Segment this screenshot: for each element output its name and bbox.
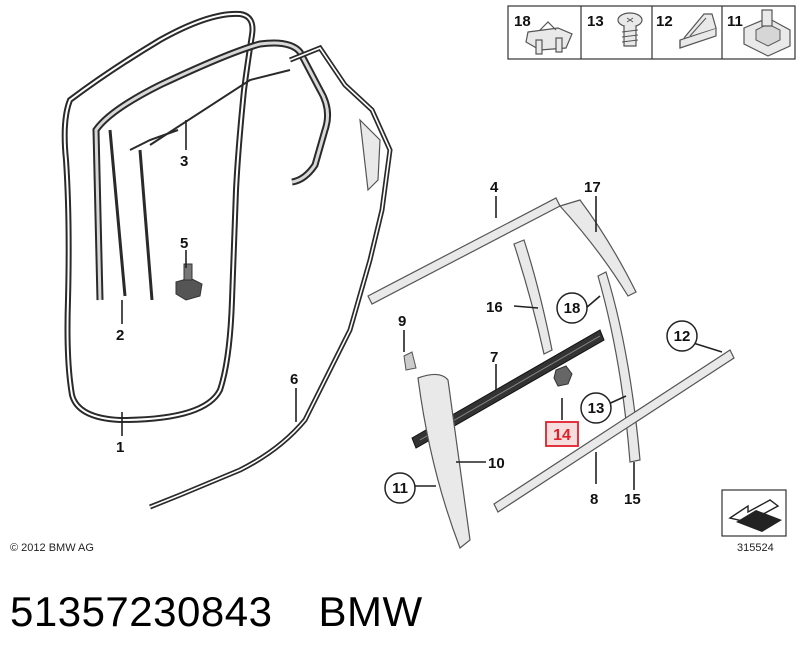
trim-strip-16: [513, 239, 553, 355]
legend-label-13: 13: [587, 13, 604, 30]
clip-18-icon: [525, 21, 573, 55]
door-frame-seal-3: [92, 39, 332, 301]
pillar-trim-10: [403, 351, 471, 549]
pillar-seal: [149, 44, 393, 510]
label-15: 15: [624, 491, 641, 508]
part-number: 51357230843: [10, 588, 273, 635]
label-5: 5: [180, 235, 188, 252]
svg-text:13: 13: [588, 400, 605, 417]
svg-text:11: 11: [392, 480, 408, 497]
label-9: 9: [398, 313, 406, 330]
footer: 51357230843 BMW: [10, 588, 469, 636]
legend-box: 18 13 12 11: [507, 5, 796, 60]
label-3: 3: [180, 153, 188, 170]
clip-5-part: [175, 263, 203, 301]
label-7: 7: [490, 349, 498, 366]
legend-label-18: 18: [514, 13, 531, 30]
orientation-arrow-icon: [721, 489, 787, 537]
legend-label-12: 12: [656, 13, 673, 30]
label-4: 4: [490, 179, 499, 196]
svg-text:14: 14: [553, 427, 571, 444]
trim-strip-8: [493, 349, 735, 513]
door-seal-outer: [61, 10, 256, 424]
label-8: 8: [590, 491, 598, 508]
label-17: 17: [584, 179, 601, 196]
legend-label-11: 11: [727, 13, 743, 30]
copyright-text: © 2012 BMW AG: [10, 542, 94, 554]
label-6: 6: [290, 371, 298, 388]
label-11-circled: 11: [384, 472, 416, 504]
clip-12-icon: [679, 13, 717, 49]
trim-strip-17: [558, 199, 637, 297]
diagram-number: 315524: [737, 542, 774, 554]
parts-diagram: 18 13 12 11: [61, 5, 796, 549]
leader-lines: [121, 120, 723, 490]
clip-11-icon: [743, 9, 791, 57]
pillar-trim-15: [597, 271, 641, 463]
screw-13-icon: [617, 12, 643, 47]
brand-name: BMW: [318, 588, 423, 635]
label-16: 16: [486, 299, 503, 316]
svg-text:12: 12: [674, 328, 691, 345]
label-1: 1: [116, 439, 124, 456]
label-18-circled: 18: [556, 292, 588, 324]
label-12-circled: 12: [666, 320, 698, 352]
label-2: 2: [116, 327, 124, 344]
label-10: 10: [488, 455, 505, 472]
clip-14-part: [553, 365, 573, 387]
label-13-circled: 13: [580, 392, 612, 424]
label-14-highlighted[interactable]: 14: [545, 421, 579, 447]
svg-text:18: 18: [564, 300, 581, 317]
